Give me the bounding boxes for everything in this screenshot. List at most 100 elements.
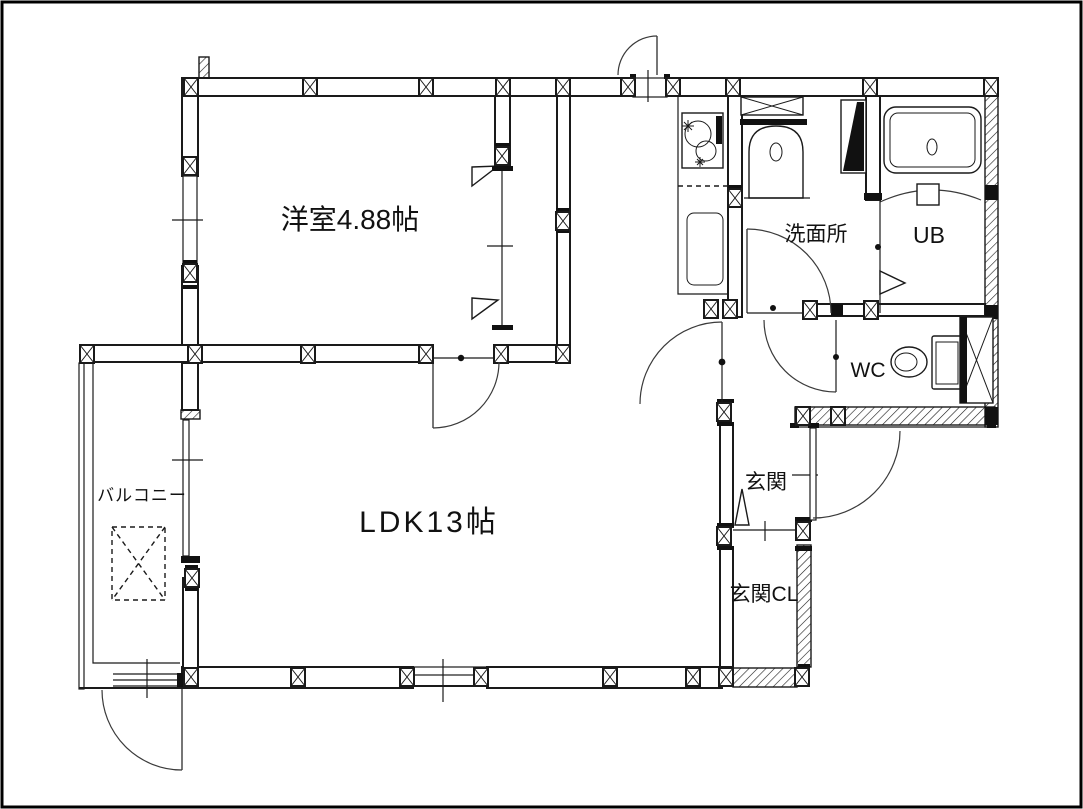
folding-door-mark-icon	[734, 488, 750, 526]
pillar-icon	[685, 667, 701, 687]
water-heater	[840, 99, 867, 174]
door-knob-icon	[833, 354, 839, 360]
unit-bath-door	[875, 183, 982, 313]
pillar-icon	[716, 526, 732, 546]
wall-closet-east-hatched	[796, 544, 812, 668]
pillar-icon	[795, 521, 811, 541]
windows-and-lines	[78, 70, 996, 702]
wall-room-south-left	[79, 344, 434, 363]
top-service-door	[617, 35, 658, 76]
pillar-icon	[300, 344, 316, 364]
western-room-door	[432, 354, 500, 429]
pillar-icon	[716, 402, 732, 422]
wall-entrance-west-2	[719, 546, 734, 668]
kitchen-alcove-line	[677, 97, 728, 295]
washbasin-icon	[748, 125, 804, 199]
pillar-icon	[418, 344, 434, 364]
label-wc: WC	[851, 359, 886, 382]
closet-partition	[471, 165, 513, 325]
hall-ldk-door	[639, 321, 726, 405]
pillar-icon	[665, 77, 681, 97]
washing-machine-space	[740, 96, 804, 116]
pillar-icon	[494, 146, 510, 166]
label-washroom: 洗面所	[785, 223, 848, 246]
pillar-icon	[182, 156, 198, 176]
pillar-icon	[493, 344, 509, 364]
pillar-icon	[862, 77, 878, 97]
door-knob-icon	[457, 354, 465, 362]
label-western-room: 洋室4.88帖	[281, 204, 420, 235]
pillar-icon	[863, 300, 879, 320]
washbasin	[744, 125, 810, 199]
door-knob-icon	[718, 358, 726, 366]
wall-ldk-west-2	[182, 577, 199, 669]
label-balcony: バルコニー	[97, 486, 187, 505]
pillar-icon	[722, 299, 738, 319]
wall-entrance-west-1	[719, 422, 734, 528]
kitchen-unit	[678, 112, 727, 286]
wall-window-stub	[180, 409, 201, 420]
balcony-sliding-door	[113, 659, 182, 698]
bathtub	[883, 106, 982, 174]
pillar-icon	[830, 406, 846, 426]
room-labels: 洋室4.88帖 洗面所 UB WC 玄関 玄関CL LDK13帖 バルコニー	[97, 204, 945, 606]
pipe-space	[959, 316, 994, 404]
label-entrance: 玄関	[745, 471, 787, 494]
pillar-icon	[725, 77, 741, 97]
wall-top-stub	[198, 56, 210, 79]
folding-door-mark-icon	[471, 165, 501, 188]
label-entrance-closet: 玄関CL	[730, 583, 799, 606]
pillar-icon	[802, 300, 818, 320]
wall-washroom-ub	[865, 95, 881, 201]
wall-wc-south	[794, 406, 996, 426]
pillar-icon	[418, 77, 434, 97]
bath-door-handle	[916, 183, 940, 206]
toilet-icon	[890, 346, 928, 378]
bathtub-icon	[883, 106, 982, 174]
pillar-icon	[182, 263, 198, 283]
pillar-icon	[727, 188, 743, 208]
pillar-icon	[620, 77, 636, 97]
wall-ldk-west-1	[181, 362, 199, 411]
door-knob-icon	[770, 305, 776, 311]
wall-closet-south-hatched	[732, 667, 798, 688]
pillar-icon	[473, 667, 489, 687]
pillar-icon	[183, 667, 199, 687]
pillar-icon	[495, 77, 511, 97]
pillar-icon	[718, 667, 734, 687]
washroom-door	[746, 228, 832, 314]
top-doorway	[632, 77, 668, 98]
pillar-icon	[795, 406, 811, 426]
pillar-icon	[703, 299, 719, 319]
pillar-icon	[794, 667, 810, 687]
balcony-outline	[78, 362, 187, 698]
pillar-icon	[290, 667, 306, 687]
pillar-icon	[555, 77, 571, 97]
wall-top-right	[666, 77, 999, 97]
entrance-closet-divider	[733, 488, 797, 541]
pillar-icon	[187, 344, 203, 364]
pillar-icon	[399, 667, 415, 687]
wc-door	[763, 319, 839, 393]
window-western-room	[182, 175, 198, 267]
walls	[79, 77, 999, 689]
pillar-icon	[183, 77, 199, 97]
refrigerator-space-icon	[686, 212, 724, 286]
pillar-icon	[555, 344, 571, 364]
doors	[101, 35, 901, 771]
balcony-service-pad	[111, 526, 166, 601]
label-unit-bath: UB	[913, 222, 945, 248]
wall-end-caps	[177, 74, 998, 687]
label-ldk: LDK13帖	[359, 506, 499, 539]
balcony-side-door	[101, 688, 183, 771]
pillar-icon	[302, 77, 318, 97]
pillar-icon	[79, 344, 95, 364]
pillar-icon	[184, 568, 200, 588]
folding-door-mark-icon	[471, 297, 500, 321]
pillar-icon	[555, 211, 571, 231]
door-swing-mark-icon	[879, 269, 907, 296]
toilet	[890, 335, 963, 390]
